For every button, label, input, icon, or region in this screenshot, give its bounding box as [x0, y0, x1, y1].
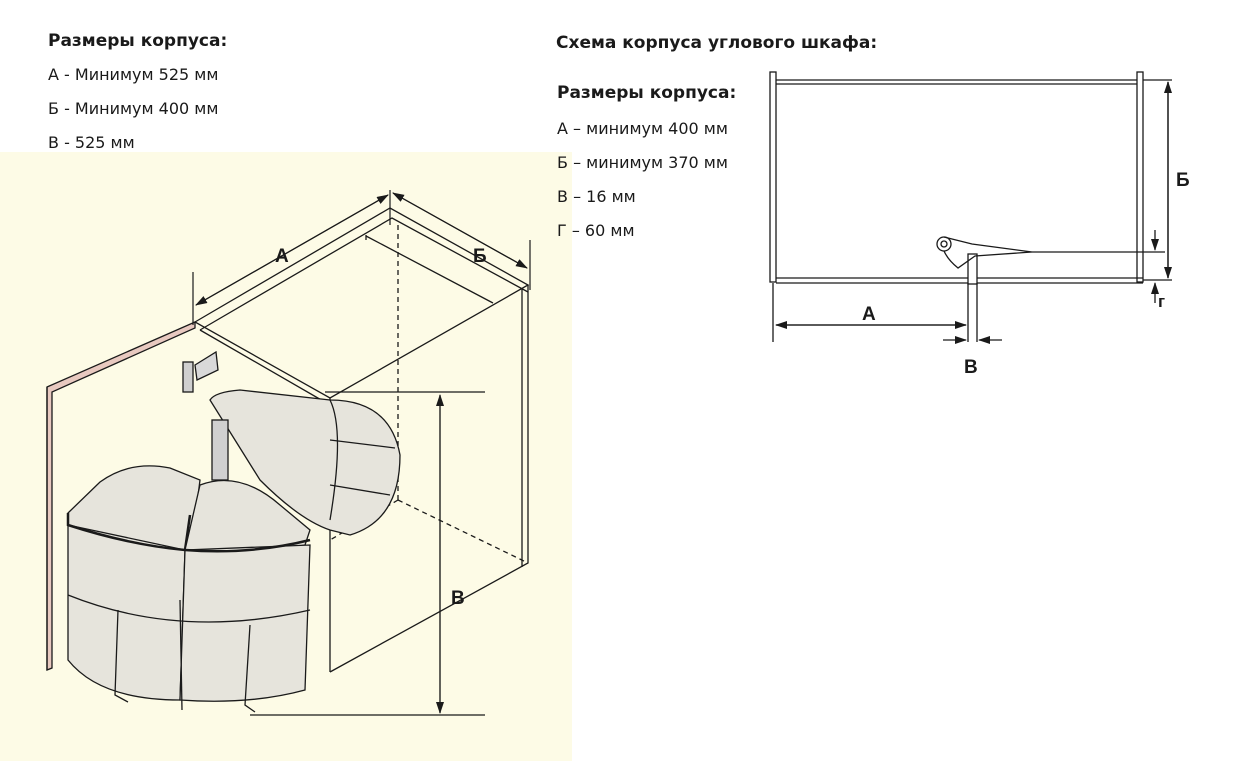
top-view-schematic — [769, 71, 1172, 344]
left-heading: Размеры корпуса: — [48, 31, 228, 51]
left-dim-v: В - 525 мм — [48, 133, 135, 152]
right-dim-g: Г – 60 мм — [557, 221, 635, 240]
left-label-b: Б — [473, 246, 487, 267]
left-dim-a: А - Минимум 525 мм — [48, 65, 219, 84]
right-dim-a: А – минимум 400 мм — [557, 119, 728, 138]
left-dimensions — [192, 190, 531, 716]
right-dim-v: В – 16 мм — [557, 187, 636, 206]
right-heading: Размеры корпуса: — [557, 83, 737, 103]
corner-cabinet-illustration — [46, 207, 530, 713]
right-title: Схема корпуса углового шкафа: — [556, 33, 878, 53]
left-label-v: В — [451, 588, 465, 609]
right-label-a: А — [862, 304, 876, 325]
right-label-b: Б — [1176, 170, 1190, 191]
left-dim-b: Б - Минимум 400 мм — [48, 99, 219, 118]
right-dim-b: Б – минимум 370 мм — [557, 153, 728, 172]
right-label-v: В — [964, 357, 978, 378]
left-label-a: А — [275, 246, 289, 267]
right-label-g: г — [1158, 292, 1165, 311]
